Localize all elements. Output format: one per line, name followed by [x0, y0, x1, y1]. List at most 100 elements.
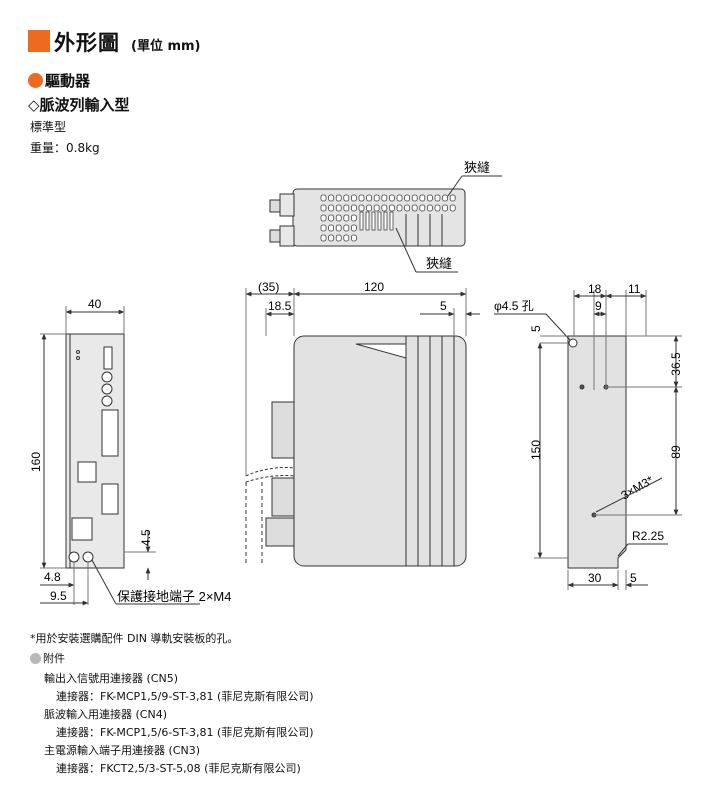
item2-detail: 連接器：FK-MCP1,5/6-ST-3,81 (菲尼克斯有限公司): [56, 726, 314, 739]
vent-slot: [366, 204, 373, 212]
vent-slot: [359, 211, 364, 231]
vent-slot: [449, 194, 456, 202]
vent-slot: [365, 211, 370, 231]
vent-slot: [328, 234, 335, 242]
vent-slot: [389, 211, 394, 231]
vent-slot: [350, 234, 357, 242]
dim-9-5: 9.5: [50, 589, 67, 603]
top-view: [269, 188, 466, 247]
item1-detail: 連接器：FK-MCP1,5/9-ST-3,81 (菲尼克斯有限公司): [56, 690, 314, 703]
vent-slot: [350, 214, 357, 222]
vent-slot: [343, 204, 350, 212]
vent-slot: [335, 194, 342, 202]
item2-title: 脈波輸入用連接器 (CN4): [44, 708, 167, 721]
vent-slot: [320, 234, 327, 242]
vent-slot: [320, 214, 327, 222]
vent-slot: [335, 204, 342, 212]
vent-slot: [366, 194, 373, 202]
vent-slot: [377, 211, 382, 231]
vent-slot: [411, 194, 418, 202]
ground-terminal-label: 保護接地端子 2×M4: [117, 589, 232, 604]
dim-18-5: 18.5: [268, 299, 292, 313]
vent-slot: [434, 194, 441, 202]
footnote: *用於安裝選購配件 DIN 導軌安裝板的孔。: [30, 632, 239, 645]
vent-slot: [343, 214, 350, 222]
vent-slot: [404, 194, 411, 202]
front-view: [65, 333, 125, 569]
vent-slot: [328, 214, 335, 222]
accessories-heading: 附件: [30, 650, 65, 666]
vent-slot: [343, 194, 350, 202]
vent-slot: [404, 204, 411, 212]
vent-slot: [358, 194, 365, 202]
vent-slot: [419, 204, 426, 212]
vent-slot: [335, 234, 342, 242]
orange-circle-icon: [28, 73, 43, 88]
variant-label: 標準型: [30, 120, 67, 134]
vent-slot: [371, 211, 376, 231]
r-label: R2.25: [632, 529, 664, 543]
vent-slot: [442, 204, 449, 212]
dim-150: 150: [529, 440, 543, 460]
vent-slot: [383, 211, 388, 231]
vent-slot: [381, 194, 388, 202]
dim-11: 11: [628, 282, 641, 296]
vent-slot: [320, 224, 327, 232]
vent-slot: [343, 224, 350, 232]
vent-slot: [343, 234, 350, 242]
vent-slot: [358, 204, 365, 212]
vent-slot: [388, 204, 395, 212]
dim-120: 120: [364, 280, 384, 294]
accessories-label: 附件: [43, 652, 65, 665]
vent-slot: [320, 194, 327, 202]
vent-slot: [411, 204, 418, 212]
item3-detail: 連接器：FKCT2,5/3-ST-5,08 (菲尼克斯有限公司): [56, 762, 301, 775]
vent-slot: [350, 224, 357, 232]
unit-label: (單位 mm): [131, 39, 201, 54]
slit-label-bottom: 狹縫: [426, 256, 452, 271]
dim-18: 18: [588, 282, 602, 296]
input-type-heading: ◇脈波列輸入型: [28, 96, 130, 114]
dim-40: 40: [88, 297, 102, 311]
weight-label: 重量：0.8kg: [30, 141, 100, 155]
dim-36-5: 36.5: [669, 352, 683, 376]
gray-circle-icon: [30, 653, 41, 664]
vent-slot: [434, 204, 441, 212]
item1-title: 輸出入信號用連接器 (CN5): [44, 672, 178, 685]
vent-slot: [328, 194, 335, 202]
vent-slot: [335, 214, 342, 222]
title-accent-square: [28, 30, 50, 52]
dim-89: 89: [669, 445, 683, 459]
dim-4-5: 4.5: [139, 529, 153, 546]
vent-slot: [388, 194, 395, 202]
rear-view: [567, 335, 627, 569]
vent-slot: [449, 204, 456, 212]
vent-slot: [426, 204, 433, 212]
vent-slot: [320, 204, 327, 212]
page-title: 外形圖: [54, 31, 120, 55]
driver-heading: 驅動器: [28, 70, 90, 91]
vent-slot: [328, 224, 335, 232]
vent-slot: [396, 204, 403, 212]
item3-title: 主電源輸入端子用連接器 (CN3): [44, 744, 200, 757]
vent-slot: [396, 194, 403, 202]
vent-slot: [419, 194, 426, 202]
vent-slot: [328, 204, 335, 212]
dim-30: 30: [588, 571, 602, 585]
dim-5-bottom: 5: [630, 571, 637, 585]
vent-slot: [442, 194, 449, 202]
hole-label: φ4.5 孔: [494, 299, 534, 313]
vent-slot: [350, 204, 357, 212]
vent-slot: [373, 194, 380, 202]
vent-slot: [350, 194, 357, 202]
driver-label: 驅動器: [45, 72, 91, 90]
dim-9: 9: [595, 299, 602, 313]
vent-slot: [335, 224, 342, 232]
dim-4-8: 4.8: [44, 570, 61, 584]
dim-160: 160: [29, 452, 43, 472]
slit-label-top: 狹縫: [464, 160, 490, 175]
vent-slot: [381, 204, 388, 212]
vent-slot: [426, 194, 433, 202]
vent-slot: [373, 204, 380, 212]
